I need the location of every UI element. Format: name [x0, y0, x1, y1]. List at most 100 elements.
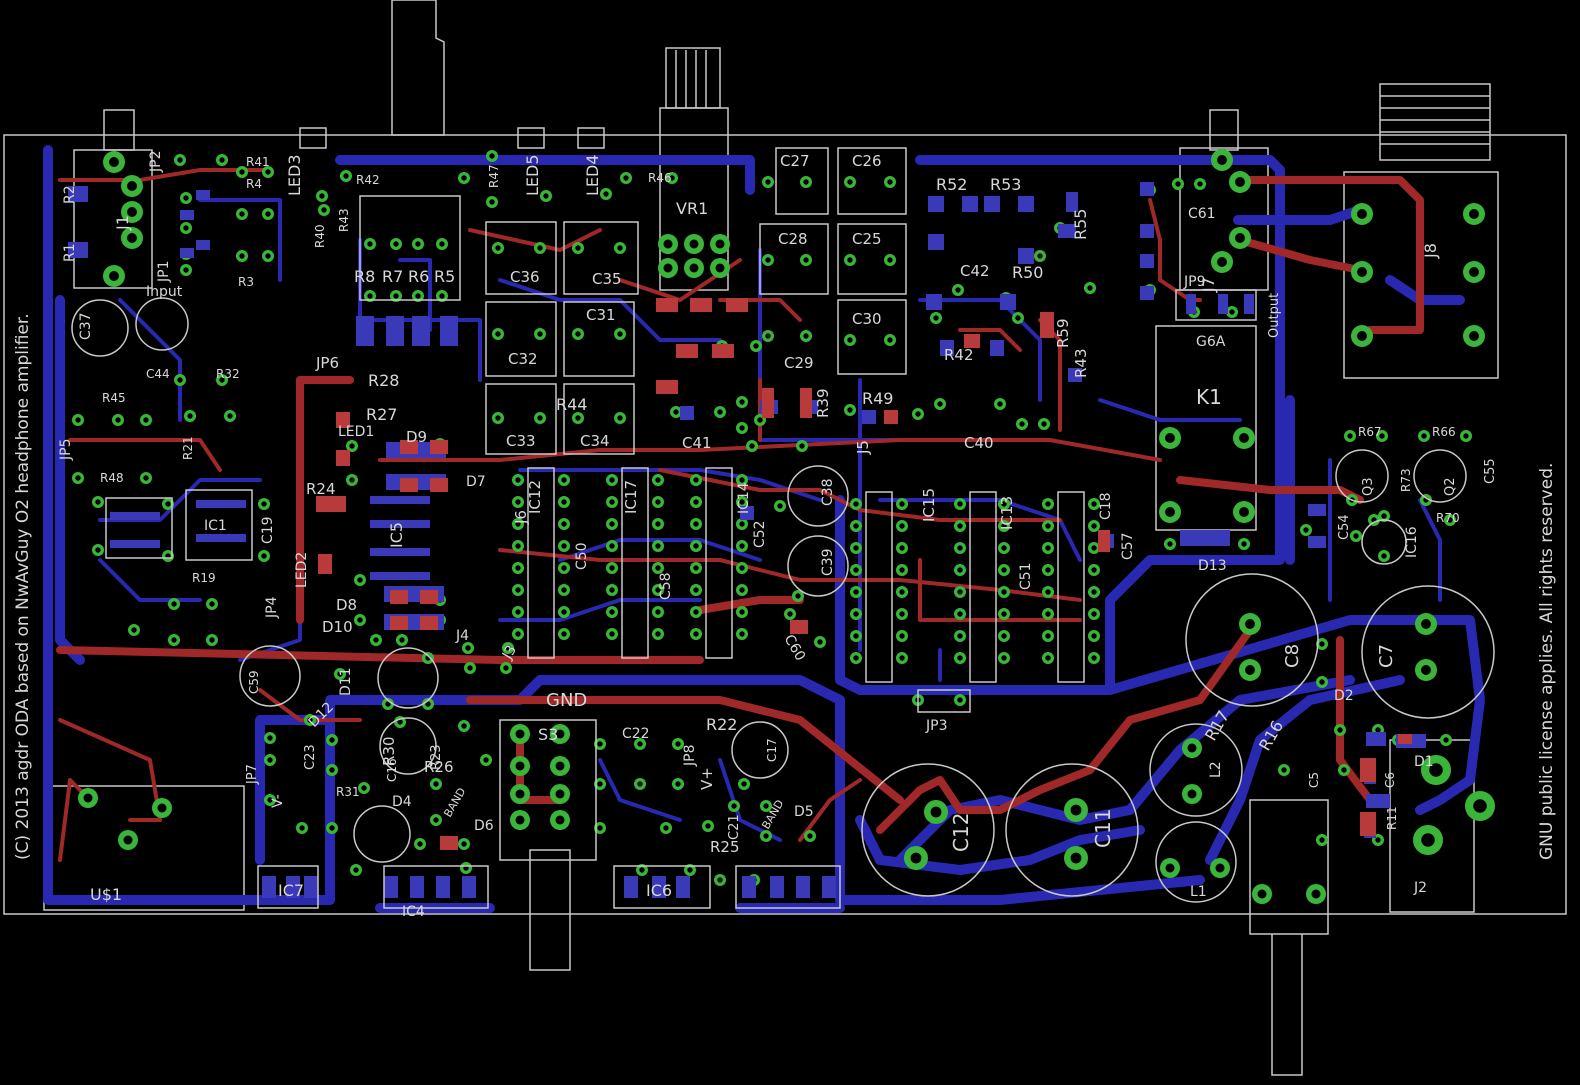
label-ic12: IC12 — [526, 480, 544, 514]
label-c59: C59 — [247, 670, 261, 694]
label-c26: C26 — [852, 152, 882, 170]
component-outlines — [105, 147, 1257, 909]
smd-pad — [712, 344, 734, 358]
drill-hole — [417, 841, 423, 847]
drill-hole — [955, 287, 961, 293]
drill-hole — [603, 191, 609, 197]
drill-hole — [715, 263, 725, 273]
drill-hole — [187, 413, 193, 419]
label-c18: C18 — [1098, 492, 1114, 520]
smd-pad — [420, 590, 438, 604]
label-jp5: JP5 — [58, 439, 74, 461]
label-r66: R66 — [1432, 425, 1456, 439]
drill-hole — [739, 521, 745, 527]
drill-hole — [1167, 541, 1173, 547]
drill-hole — [655, 587, 661, 593]
smd-pad — [420, 616, 438, 630]
drill-hole — [1443, 737, 1449, 743]
smd-pad — [1398, 734, 1412, 744]
smd-pad — [400, 478, 418, 492]
drill-hole — [609, 477, 615, 483]
smd-pad — [740, 506, 754, 520]
drill-hole — [899, 545, 905, 551]
drill-hole — [415, 241, 421, 247]
label-c61: C61 — [1188, 206, 1216, 222]
drill-hole — [1217, 155, 1227, 165]
drill-hole — [705, 823, 711, 829]
drill-hole — [561, 499, 567, 505]
label-r23: R23 — [429, 744, 444, 770]
label-r30: R30 — [380, 736, 398, 766]
smd-pad — [196, 500, 246, 508]
label-c16: C16 — [385, 758, 399, 782]
smd-pad — [1140, 224, 1154, 238]
label-c36: C36 — [510, 268, 540, 286]
drill-hole — [617, 331, 623, 337]
smd-pad — [862, 410, 876, 424]
drill-hole — [1319, 641, 1325, 647]
drill-hole — [853, 523, 859, 529]
drill-hole — [1421, 433, 1427, 439]
drill-hole — [515, 499, 521, 505]
drill-hole — [1421, 665, 1431, 675]
drill-hole — [1421, 619, 1431, 629]
drill-hole — [1257, 889, 1267, 899]
drill-hole — [915, 411, 921, 417]
drill-hole — [465, 645, 471, 651]
drill-hole — [1187, 743, 1197, 753]
drill-hole — [265, 169, 271, 175]
label-r49: R49 — [862, 389, 893, 408]
drill-hole — [177, 157, 183, 163]
smd-pad — [462, 876, 476, 898]
drill-hole — [239, 211, 245, 217]
drill-hole — [495, 331, 501, 337]
drill-hole — [655, 477, 661, 483]
label-c33: C33 — [506, 432, 536, 450]
drill-hole — [899, 523, 905, 529]
label-j7: J7 — [1199, 277, 1218, 293]
drill-hole — [1357, 209, 1367, 219]
drill-hole — [853, 611, 859, 617]
drill-hole — [399, 637, 405, 643]
label-jp2: JP2 — [148, 151, 164, 173]
drill-hole — [1091, 567, 1097, 573]
drill-hole — [693, 543, 699, 549]
smd-pad — [656, 298, 678, 312]
smd-pad — [1040, 312, 1054, 338]
drill-hole — [693, 609, 699, 615]
drill-hole — [1357, 267, 1367, 277]
drill-hole — [219, 157, 225, 163]
drill-hole — [537, 245, 543, 251]
drill-hole — [609, 543, 615, 549]
label-r21: R21 — [181, 436, 195, 460]
label-r40: R40 — [313, 224, 327, 248]
drill-hole — [910, 852, 922, 864]
drill-hole — [597, 825, 603, 831]
label-jp8: JP8 — [682, 745, 698, 767]
drill-hole — [1001, 567, 1007, 573]
smd-pad — [1140, 286, 1154, 300]
label-ic7: IC7 — [278, 881, 304, 900]
drill-hole — [1165, 507, 1175, 517]
smd-pad — [336, 450, 350, 466]
label-output: Output — [1267, 293, 1282, 338]
drill-hole — [957, 589, 963, 595]
drill-hole — [561, 477, 567, 483]
smd-pad — [676, 876, 690, 898]
drill-hole — [115, 417, 121, 423]
drill-hole — [489, 153, 495, 159]
drill-hole — [1469, 267, 1479, 277]
smd-pad — [1098, 530, 1110, 552]
drill-hole — [1463, 433, 1469, 439]
drill-hole — [853, 655, 859, 661]
drill-hole — [655, 543, 661, 549]
drill-hole — [95, 499, 101, 505]
drill-hole — [739, 399, 745, 405]
drill-hole — [439, 293, 445, 299]
drill-hole — [957, 545, 963, 551]
drill-hole — [329, 825, 335, 831]
label-r41: R41 — [246, 155, 270, 169]
label-j8: J8 — [1421, 243, 1440, 259]
label-r32: R32 — [216, 367, 240, 381]
drill-hole — [637, 741, 643, 747]
